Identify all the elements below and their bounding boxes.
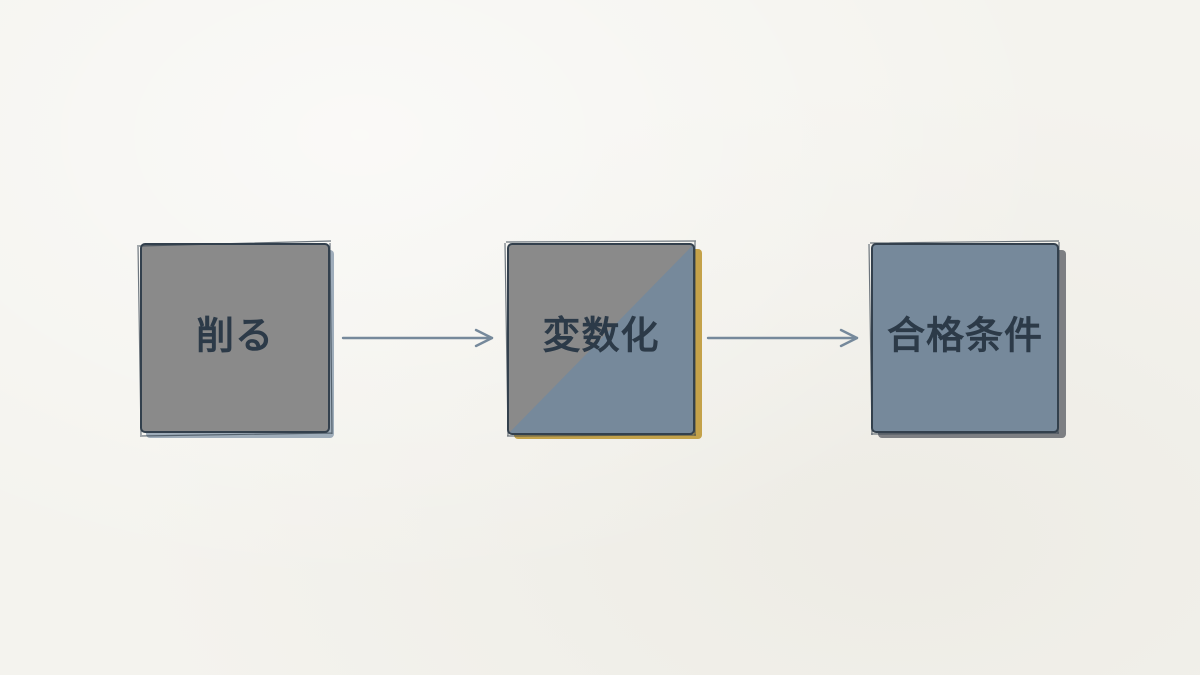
node-variable: 変数化 <box>504 240 702 439</box>
node-delete-sketch-line <box>137 240 333 437</box>
node-criteria: 合格条件 <box>868 240 1066 438</box>
node-delete: 削る <box>137 240 334 438</box>
node-variable-label: 変数化 <box>542 314 659 358</box>
node-variable-blue-half <box>508 244 694 434</box>
node-variable-sketch-line <box>504 240 697 437</box>
node-criteria-sketch-line <box>868 240 1060 436</box>
node-delete-label: 削る <box>196 314 274 358</box>
node-variable-box <box>507 243 695 435</box>
node-criteria-label: 合格条件 <box>887 314 1043 358</box>
